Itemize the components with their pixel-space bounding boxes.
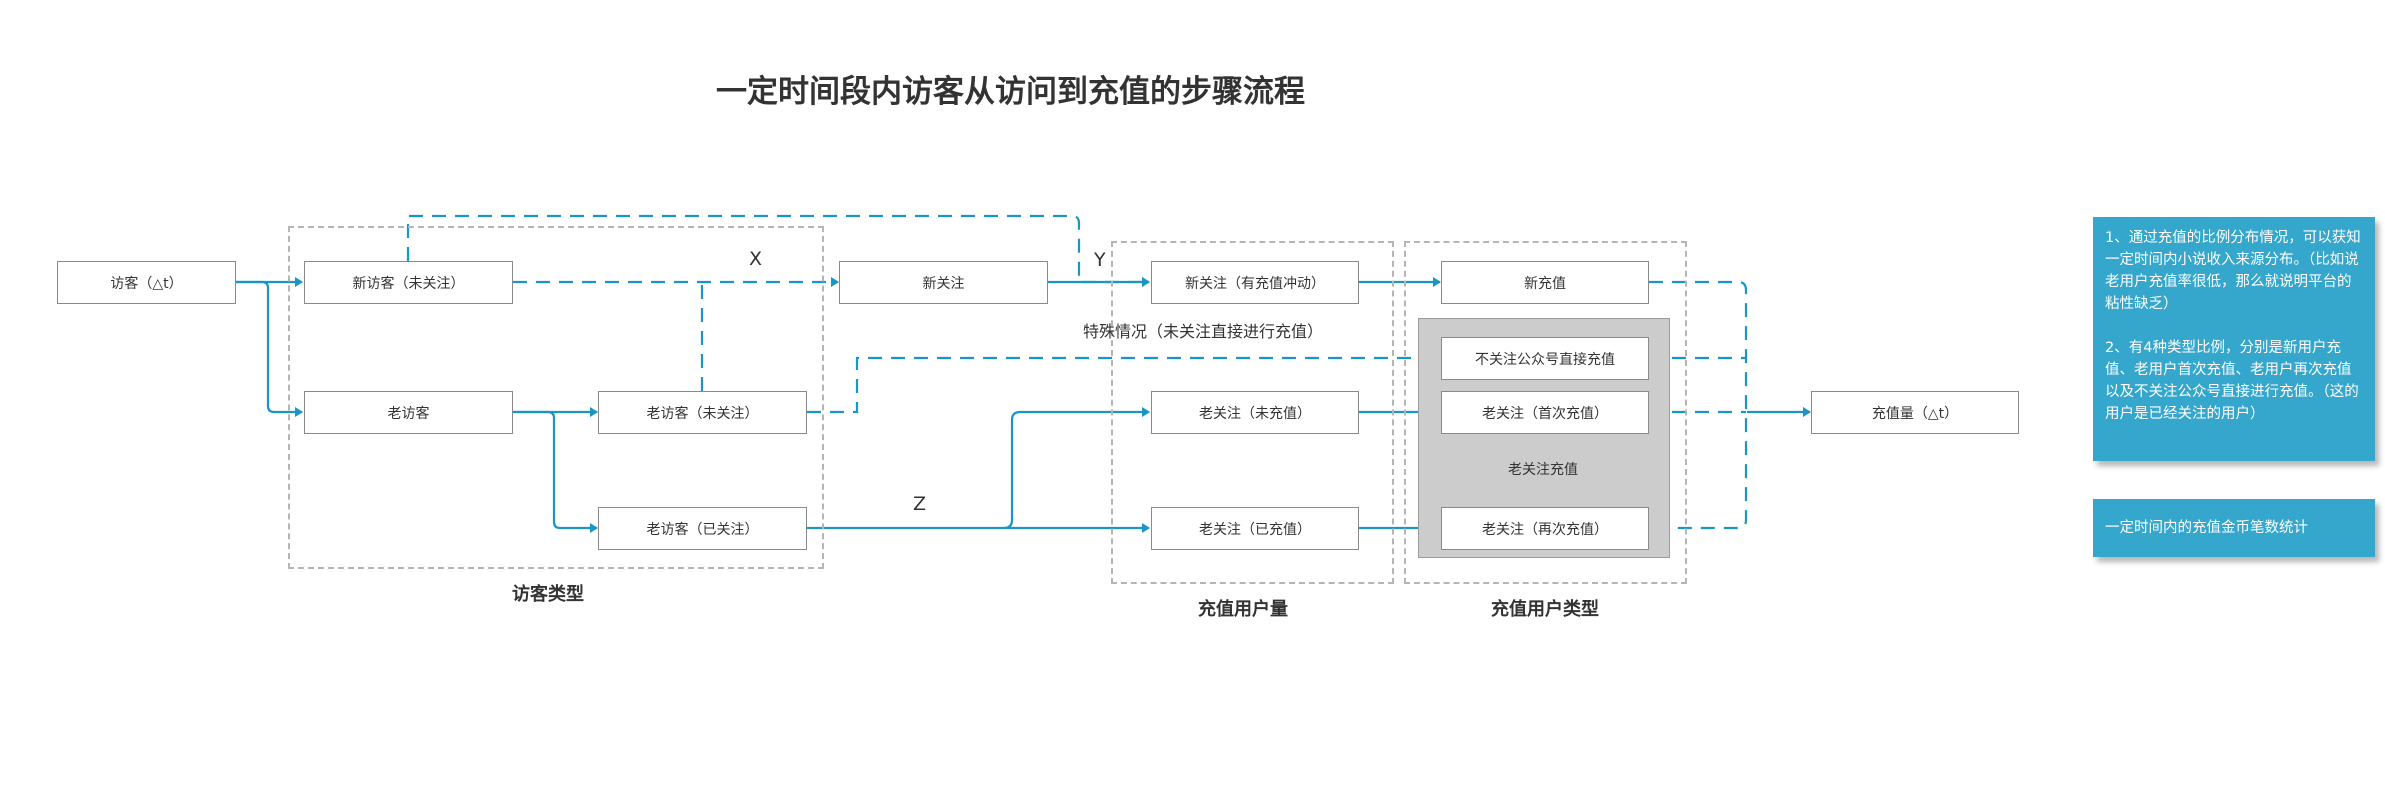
new-follow-impulse-node[interactable]: 新关注（有充值冲动）: [1151, 261, 1359, 304]
flow-y-bypass: [406, 214, 1150, 287]
old-visitor-unfollow-node[interactable]: 老访客（未关注）: [598, 391, 807, 434]
label-x: X: [749, 248, 763, 270]
old-follow-recharge-label: 老关注充值: [1508, 462, 1578, 478]
old-follow-again-node[interactable]: 老关注（再次充值）: [1441, 507, 1649, 550]
new-follow-node[interactable]: 新关注: [839, 261, 1048, 304]
visitor-types-group: [288, 226, 824, 569]
special-case-label: 特殊情况（未关注直接进行充值）: [1083, 322, 1324, 341]
old-follow-paid-node[interactable]: 老关注（已充值）: [1151, 507, 1359, 550]
recharge-users-group: [1111, 241, 1394, 584]
flow-visitor-to-old-visitor: [236, 280, 303, 417]
recharge-user-types-caption: 充值用户类型: [1491, 599, 1599, 620]
visitor-node[interactable]: 访客（△t）: [57, 261, 236, 304]
flow-collect-right: [1649, 280, 1748, 530]
visitor-types-caption: 访客类型: [512, 584, 584, 605]
new-visitor-node[interactable]: 新访客（未关注）: [304, 261, 513, 304]
analysis-note-point-2: 2、有4种类型比例，分别是新用户充值、老用户首次充值、老用户再次充值以及不关注公…: [2105, 340, 2359, 422]
page-title: 一定时间段内访客从访问到充值的步骤流程: [716, 74, 1305, 110]
no-follow-recharge-node[interactable]: 不关注公众号直接充值: [1441, 337, 1649, 380]
statistics-note: 一定时间内的充值金币笔数统计: [2093, 499, 2375, 557]
new-recharge-node[interactable]: 新充值: [1441, 261, 1649, 304]
recharge-user-types-group: [1404, 241, 1687, 584]
analysis-note: 1、通过充值的比例分布情况，可以获知一定时间内小说收入来源分布。（比如说老用户充…: [2093, 217, 2375, 461]
old-visitor-node[interactable]: 老访客: [304, 391, 513, 434]
flow-z-to-old-follow-none: [1003, 407, 1150, 530]
recharge-amount-node[interactable]: 充值量（△t）: [1811, 391, 2019, 434]
old-visitor-follow-node[interactable]: 老访客（已关注）: [598, 507, 807, 550]
flow-special-case: [807, 353, 1441, 414]
recharge-users-caption: 充值用户量: [1198, 599, 1288, 620]
old-follow-first-node[interactable]: 老关注（首次充值）: [1441, 391, 1649, 434]
flow-old-visitor-to-follow: [513, 410, 598, 533]
label-z: Z: [913, 493, 927, 515]
analysis-note-point-1: 1、通过充值的比例分布情况，可以获知一定时间内小说收入来源分布。（比如说老用户充…: [2105, 230, 2361, 312]
old-follow-none-node[interactable]: 老关注（未充值）: [1151, 391, 1359, 434]
label-y: Y: [1094, 249, 1106, 271]
